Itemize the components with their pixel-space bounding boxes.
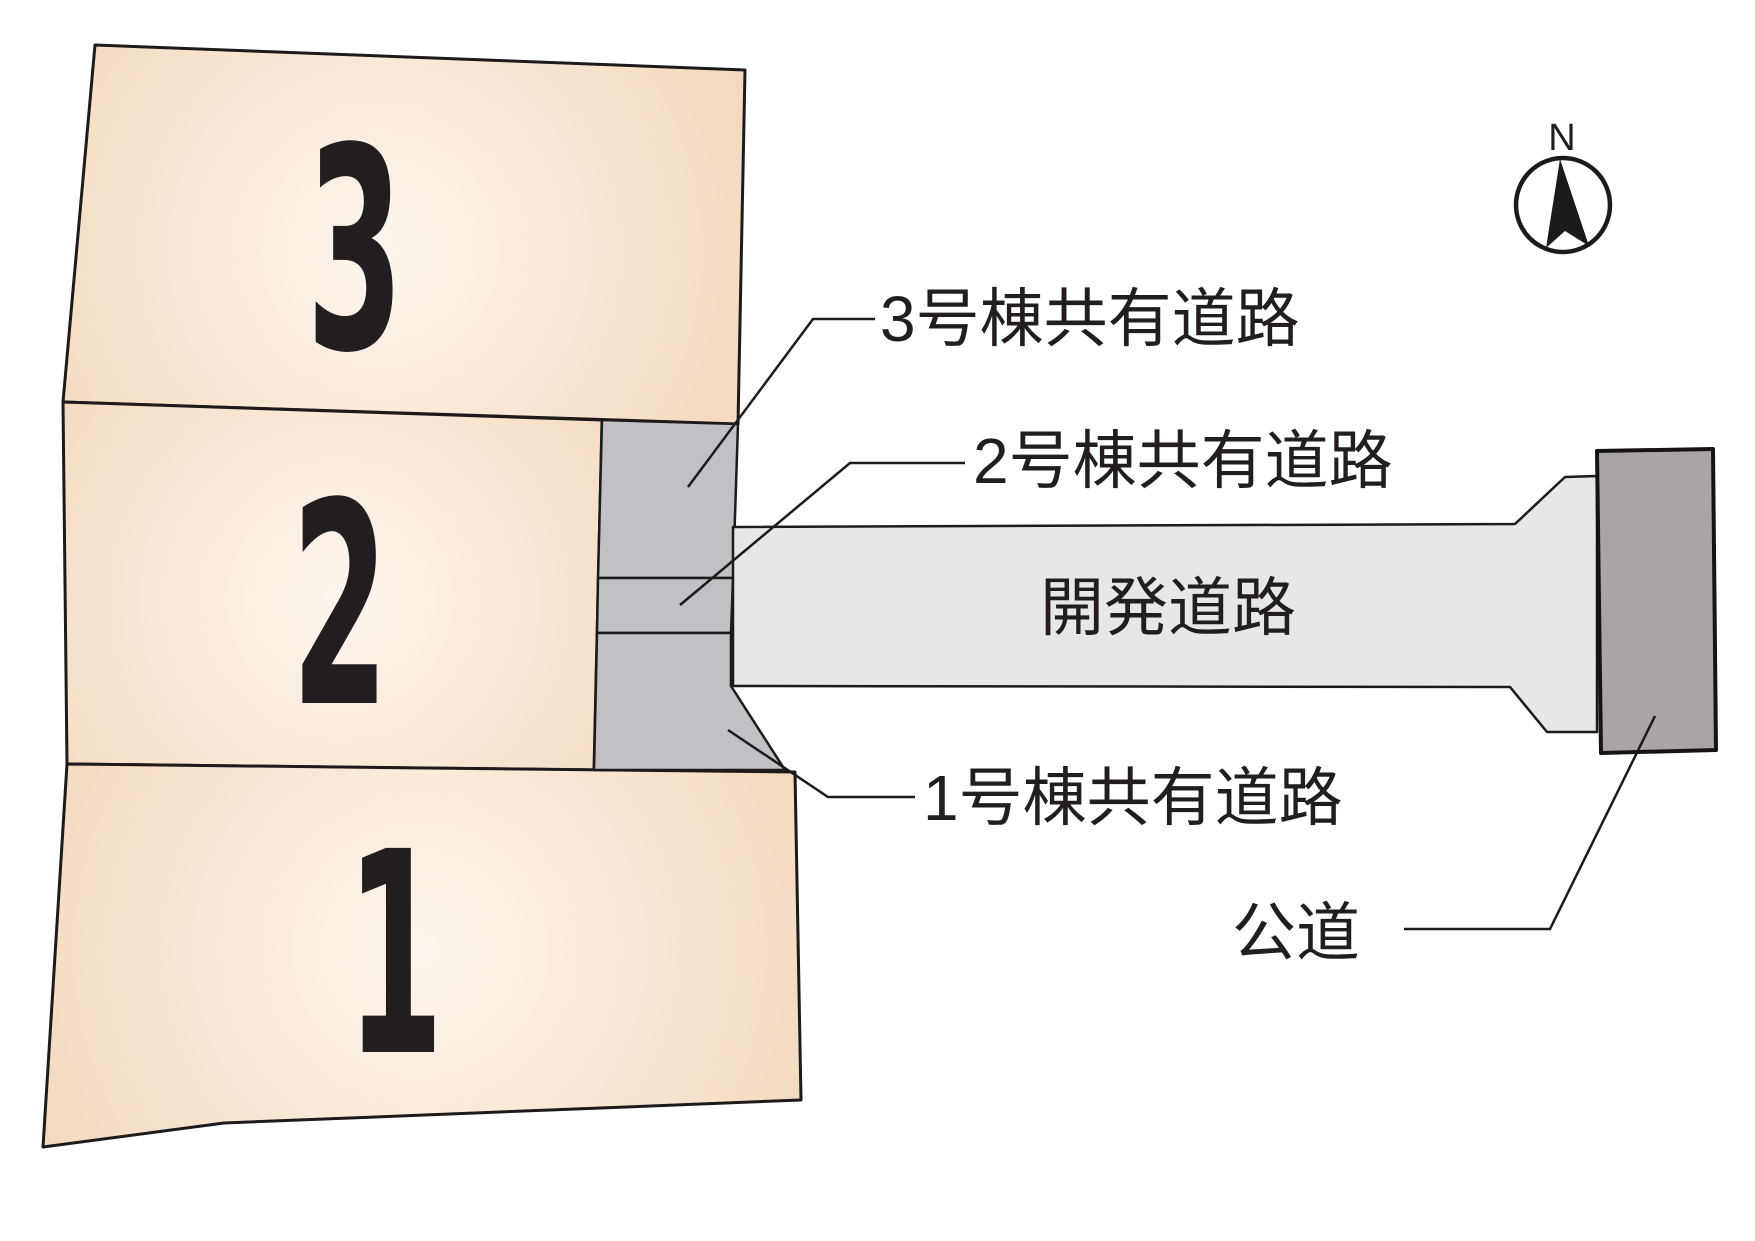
- development-road-shape: [731, 474, 1599, 734]
- shared-road-3-label: 3号棟共有道路: [880, 283, 1300, 355]
- public-road-shape: [1595, 447, 1718, 755]
- development-road-label: 開発道路: [1040, 572, 1296, 644]
- lot-2-number: 2: [291, 445, 388, 770]
- lot-3-parcel: [61, 43, 747, 426]
- lot-3-number: 3: [306, 90, 403, 415]
- shared-road-2-label: 2号棟共有道路: [973, 425, 1393, 497]
- leader-line-shared-road-2: [679, 461, 965, 606]
- shared-road-2-block: [595, 576, 735, 635]
- compass-needle-icon: [1546, 159, 1589, 248]
- north-compass: N: [1513, 117, 1613, 255]
- leader-line-shared-road-3: [686, 317, 875, 488]
- shared-road-1-label: 1号棟共有道路: [923, 762, 1343, 834]
- public-road-label: 公道: [1232, 897, 1360, 969]
- shared-road-3-block: [596, 418, 740, 580]
- leader-line-public-road: [1404, 715, 1657, 931]
- compass-north-label: N: [1548, 117, 1575, 159]
- leader-line-shared-road-1: [727, 728, 915, 799]
- lot-1-number: 1: [346, 794, 443, 1119]
